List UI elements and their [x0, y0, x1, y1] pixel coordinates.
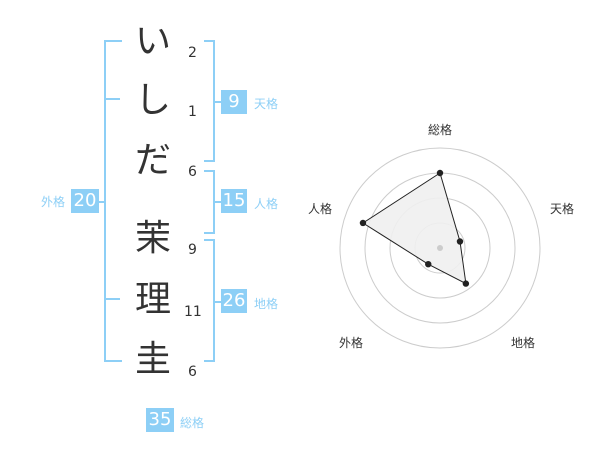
radar-axis-label-tenkaku: 天格: [550, 202, 575, 216]
radar-point: [456, 238, 464, 245]
radar-ring: [339, 147, 541, 349]
name-char: 茉: [134, 218, 171, 259]
radar-axis-label-soukaku: 総格: [428, 123, 453, 137]
tenkaku-label: 天格: [254, 97, 279, 111]
name-char: し: [134, 80, 171, 121]
tenkaku-value: 9: [221, 90, 247, 114]
radar-axis-label-chikaku: 地格: [511, 336, 536, 350]
chikaku-value: 26: [221, 289, 247, 313]
radar-point: [462, 280, 470, 287]
radar-axis-label-jinkaku: 人格: [308, 202, 333, 216]
gaikaku-value: 20: [71, 189, 99, 213]
name-char: だ: [134, 140, 171, 181]
name-char: い: [134, 21, 171, 62]
name-char: 圭: [134, 339, 171, 380]
bracket-connector: [213, 301, 221, 303]
radar-point: [359, 219, 367, 227]
bracket-tick: [104, 98, 120, 100]
bracket-connector: [213, 101, 221, 103]
soukaku-label: 総格: [180, 416, 205, 430]
chikaku-bracket: [204, 239, 215, 362]
soukaku-value: 35: [146, 408, 174, 432]
stroke-count: 6: [188, 364, 197, 380]
gaikaku-label: 外格: [41, 195, 66, 209]
bracket-connector: [213, 201, 221, 203]
stroke-count: 9: [188, 242, 197, 258]
radar-chart: [339, 147, 541, 349]
chikaku-label: 地格: [254, 297, 279, 311]
gaikaku-bracket: [104, 40, 122, 362]
radar-point: [425, 260, 432, 268]
radar-axis-label-gaikaku: 外格: [339, 336, 364, 350]
bracket-tick: [104, 298, 120, 300]
stroke-count: 6: [188, 164, 197, 180]
radar-polygon: [362, 172, 467, 285]
name-char: 理: [134, 279, 171, 320]
jinkaku-label: 人格: [254, 197, 279, 211]
stroke-count: 11: [184, 304, 202, 320]
bracket-connector: [96, 201, 104, 203]
jinkaku-value: 15: [221, 189, 247, 213]
stroke-count: 1: [188, 104, 197, 120]
radar-point: [436, 169, 444, 177]
stroke-count: 2: [188, 45, 197, 61]
radar-center-dot: [437, 245, 443, 251]
